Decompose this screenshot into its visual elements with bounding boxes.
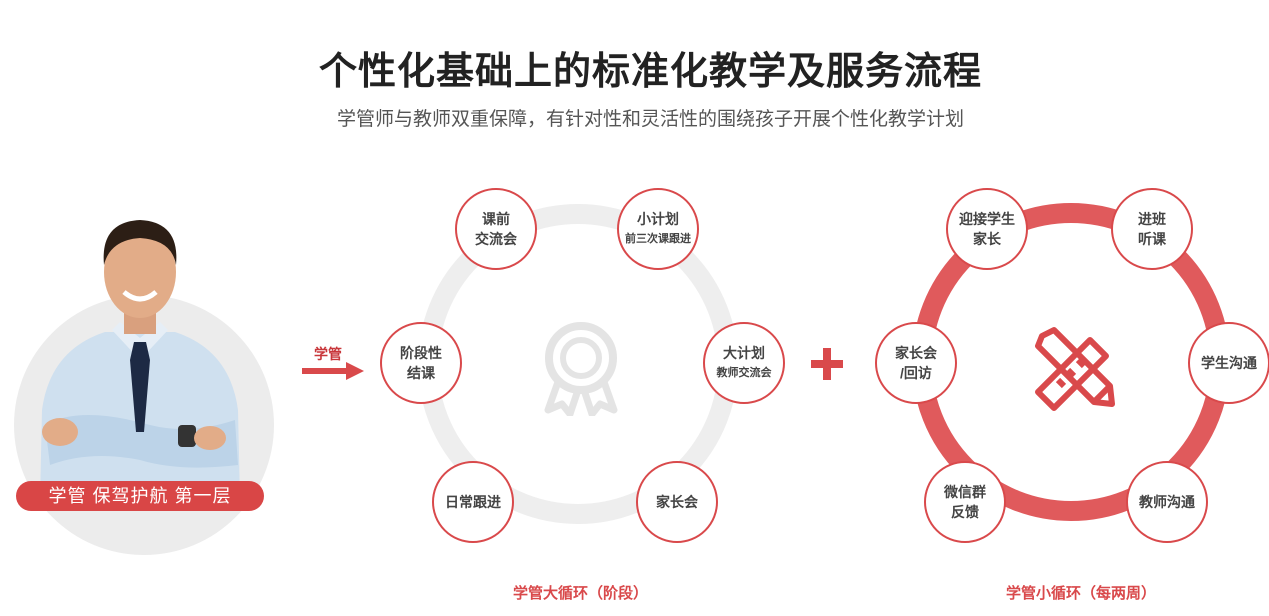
small-cycle-node: 进班 听课 <box>1111 188 1193 270</box>
arrow-label: 学管 <box>314 346 342 362</box>
plus-icon <box>811 348 843 380</box>
small-cycle-node: 家长会 /回访 <box>875 322 957 404</box>
page-subtitle: 学管师与教师双重保障，有针对性和灵活性的围绕孩子开展个性化教学计划 <box>336 109 964 130</box>
award-ribbon-icon <box>544 322 618 416</box>
small-cycle-node: 迎接学生 家长 <box>946 188 1028 270</box>
big-cycle-node: 小计划 前三次课跟进 <box>617 188 699 270</box>
small-cycle-node: 教师沟通 <box>1126 461 1208 543</box>
small-cycle-node: 微信群 反馈 <box>924 461 1006 543</box>
person-label: 学管 保驾护航 第一层 <box>16 481 264 511</box>
arrow-right-icon <box>302 362 364 380</box>
big-cycle-node: 阶段性 结课 <box>380 322 462 404</box>
big-cycle-node: 大计划 教师交流会 <box>703 322 785 404</box>
big-cycle-node: 课前 交流会 <box>455 188 537 270</box>
big-cycle-node: 家长会 <box>636 461 718 543</box>
page-title: 个性化基础上的标准化教学及服务流程 <box>318 51 982 93</box>
big-cycle-node: 日常跟进 <box>432 461 514 543</box>
big-cycle-caption: 学管大循环（阶段） <box>513 585 649 602</box>
small-cycle-caption: 学管小循环（每两周） <box>1006 585 1157 602</box>
pencil-ruler-icon <box>1035 327 1115 411</box>
small-cycle-node: 学生沟通 <box>1188 322 1269 404</box>
person-illustration <box>40 220 240 500</box>
